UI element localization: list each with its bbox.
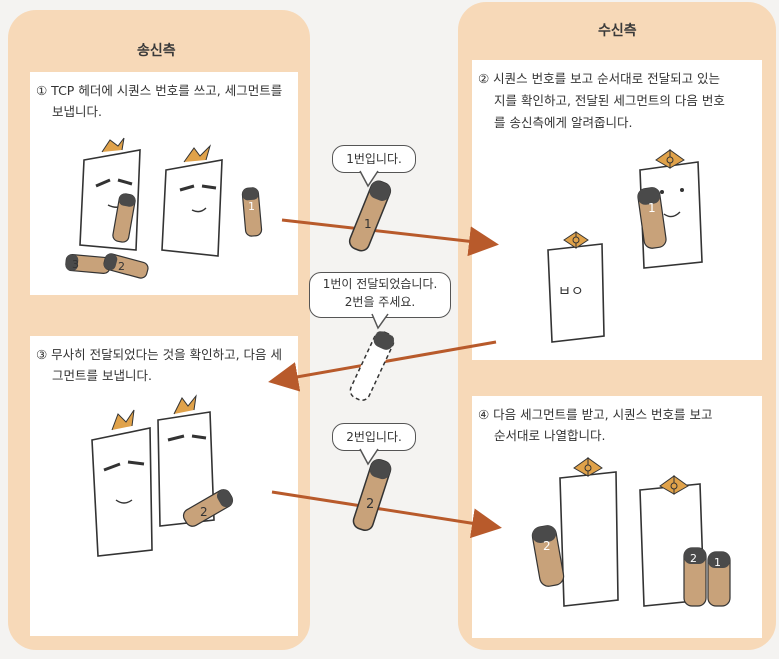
step2-line1: ② 시퀀스 번호를 보고 순서대로 전달되고 있는 bbox=[478, 71, 721, 86]
msg3-bubble-tail bbox=[359, 448, 379, 466]
step3-line2: 그먼트를 보냅니다. bbox=[52, 368, 152, 383]
receiver-characters-step4 bbox=[531, 457, 731, 607]
step1-text: ① TCP 헤더에 시퀀스 번호를 쓰고, 세그먼트를 보냅니다. bbox=[36, 80, 282, 122]
step2-line3: 를 송신측에게 알려줍니다. bbox=[494, 115, 633, 130]
step1-tube-label-1: 1 bbox=[248, 200, 255, 213]
tube-segment-2-label: 2 bbox=[366, 497, 374, 512]
step1-line2: 보냅니다. bbox=[52, 104, 102, 119]
step3-text: ③ 무사히 전달되었다는 것을 확인하고, 다음 세 그먼트를 보냅니다. bbox=[36, 344, 282, 386]
step3-tube-label: 2 bbox=[200, 505, 208, 519]
step4-tube-label-a: 2 bbox=[690, 552, 697, 565]
step4-text: ④ 다음 세그먼트를 받고, 시퀀스 번호를 보고 순서대로 나열합니다. bbox=[478, 404, 713, 446]
step2-tube-label: 1 bbox=[648, 201, 656, 215]
arrow-segment-1 bbox=[281, 218, 499, 257]
step2-card bbox=[472, 60, 762, 360]
receiver-title: 수신측 bbox=[598, 23, 637, 39]
sender-characters-step1 bbox=[65, 137, 263, 279]
msg3-bubble: 2번입니다. bbox=[332, 423, 416, 451]
msg1-bubble: 1번입니다. bbox=[332, 145, 416, 173]
step4-line1: ④ 다음 세그먼트를 받고, 시퀀스 번호를 보고 bbox=[478, 407, 713, 422]
step3-line1: ③ 무사히 전달되었다는 것을 확인하고, 다음 세 bbox=[36, 347, 283, 362]
tube-segment-1-label: 1 bbox=[364, 217, 372, 231]
msg2-bubble-tail bbox=[371, 313, 389, 330]
step1-tube-label-3: 3 bbox=[72, 258, 79, 271]
step4-line2: 순서대로 나열합니다. bbox=[494, 428, 606, 443]
step1-line1: ① TCP 헤더에 시퀀스 번호를 쓰고, 세그먼트를 bbox=[36, 83, 283, 98]
step2-text: ② 시퀀스 번호를 보고 순서대로 전달되고 있는 지를 확인하고, 전달된 세… bbox=[478, 68, 725, 134]
step4-tube-label-held: 2 bbox=[543, 539, 551, 553]
tube-segment-1-transit bbox=[348, 180, 392, 252]
sender-title: 송신측 bbox=[137, 43, 176, 59]
step2-line2: 지를 확인하고, 전달된 세그먼트의 다음 번호 bbox=[494, 93, 725, 108]
step2-face-text: ㅂㅇ bbox=[558, 284, 584, 300]
arrow-segment-2 bbox=[271, 490, 502, 539]
tube-ack-outline bbox=[349, 331, 395, 401]
step4-tube-label-b: 1 bbox=[714, 556, 721, 569]
msg2-line1: 1번이 전달되었습니다. bbox=[322, 277, 438, 291]
msg1-bubble-tail bbox=[359, 170, 379, 188]
msg2-line2: 2번을 주세요. bbox=[344, 295, 416, 309]
sender-characters-step3 bbox=[91, 394, 234, 557]
msg2-bubble: 1번이 전달되었습니다. 2번을 주세요. bbox=[309, 272, 451, 318]
step1-tube-label-2: 2 bbox=[118, 260, 125, 273]
receiver-characters-step2 bbox=[547, 149, 703, 343]
tube-segment-2-transit bbox=[352, 459, 392, 531]
